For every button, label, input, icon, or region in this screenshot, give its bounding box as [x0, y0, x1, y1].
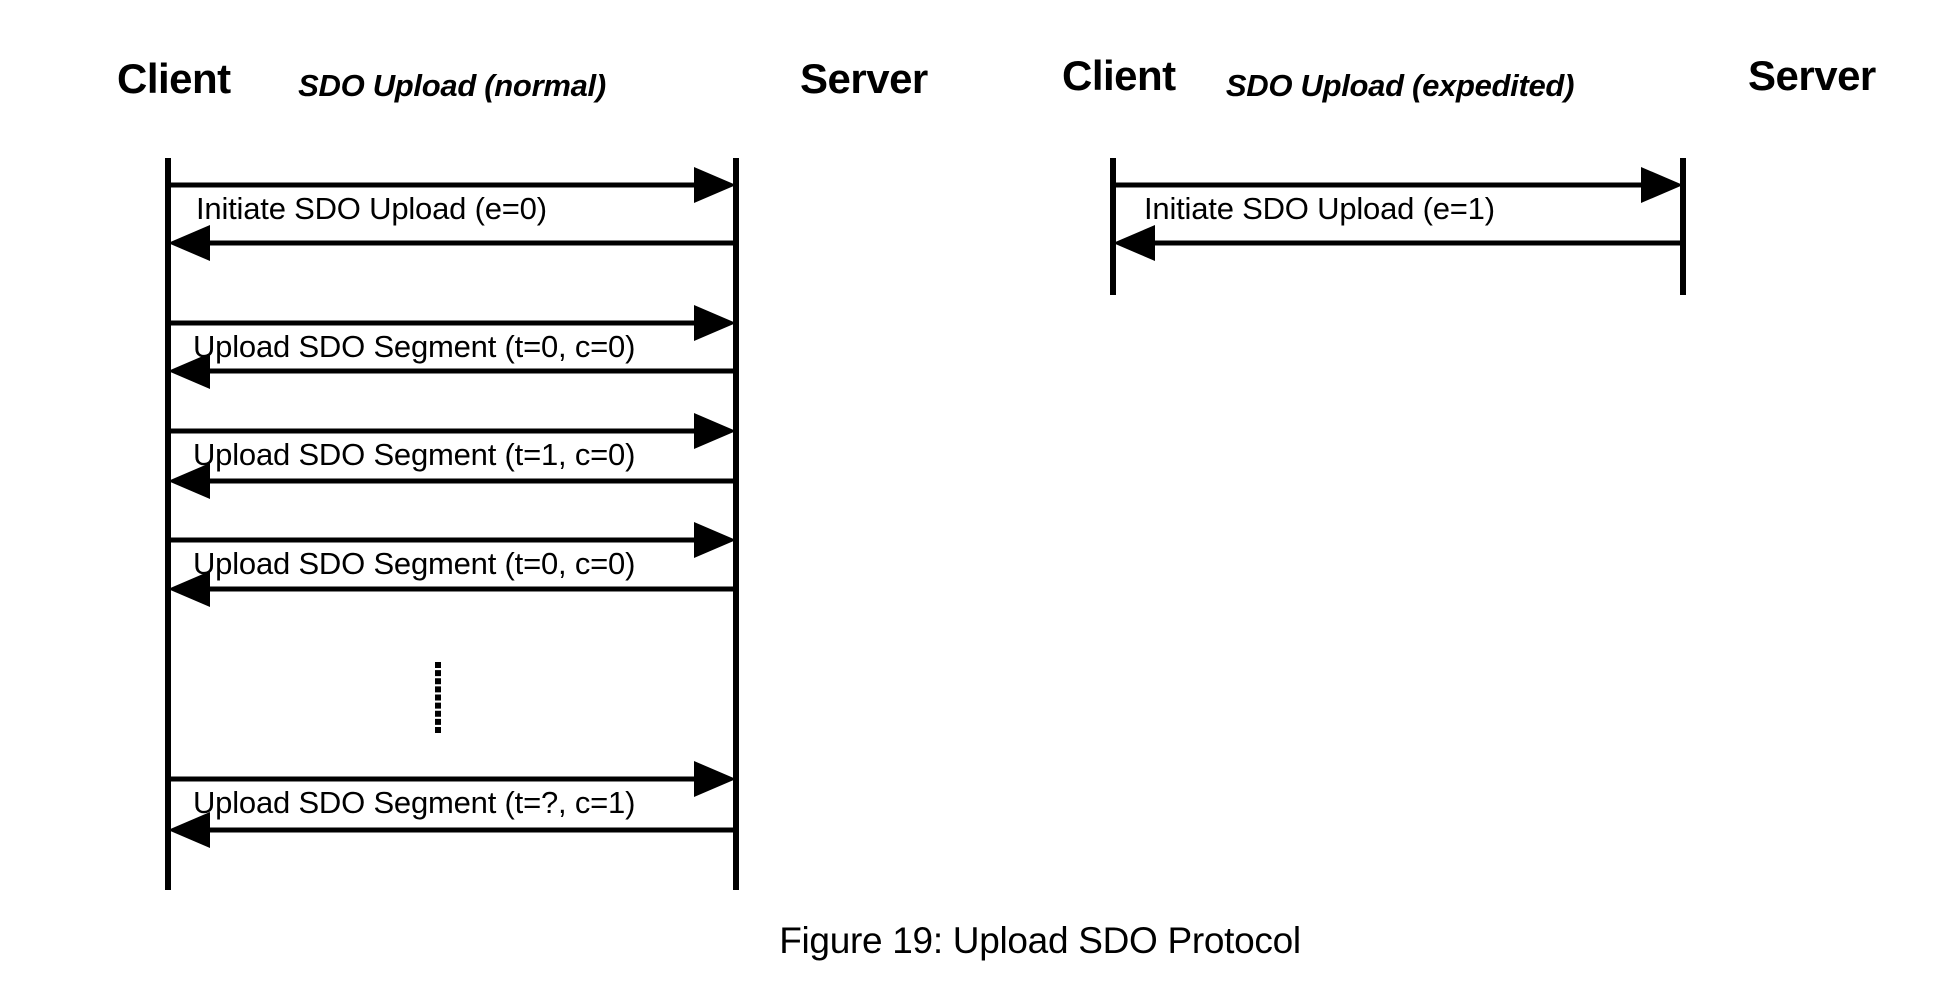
- diagram-normal-continuation-dot: [435, 718, 441, 725]
- diagram-normal-request-arrow-0-head: [694, 167, 736, 203]
- diagram-normal-continuation-dot: [435, 670, 441, 677]
- diagram-normal-response-arrow-2-head: [168, 463, 210, 499]
- diagram-normal-continuation-dot: [435, 678, 441, 685]
- diagram-normal-request-arrow-4-head: [694, 761, 736, 797]
- diagram-normal-message-label-2: Upload SDO Segment (t=1, c=0): [193, 437, 636, 472]
- diagram-normal-continuation-dot: [435, 686, 441, 693]
- diagram-normal-message-label-1: Upload SDO Segment (t=0, c=0): [193, 329, 636, 364]
- diagram-normal-response-arrow-0-head: [168, 225, 210, 261]
- diagram-normal-message-label-0: Initiate SDO Upload (e=0): [196, 191, 547, 226]
- figure-caption: Figure 19: Upload SDO Protocol: [779, 920, 1301, 961]
- diagram-normal-response-arrow-1-head: [168, 353, 210, 389]
- diagram-normal-continuation-dot: [435, 662, 441, 668]
- diagram-normal-continuation-dot: [435, 702, 441, 709]
- diagram-normal-message-label-3: Upload SDO Segment (t=0, c=0): [193, 546, 636, 581]
- diagram-normal-response-arrow-3-head: [168, 571, 210, 607]
- diagram-normal-client-actor-label: Client: [117, 55, 231, 102]
- diagram-expedited-response-arrow-0-head: [1113, 225, 1155, 261]
- diagram-expedited-client-actor-label: Client: [1062, 52, 1176, 99]
- diagram-normal-continuation-dot: [435, 710, 441, 717]
- diagram-normal-message-label-4: Upload SDO Segment (t=?, c=1): [193, 785, 636, 820]
- diagram-normal-request-arrow-1-head: [694, 305, 736, 341]
- diagram-expedited-server-actor-label: Server: [1748, 52, 1876, 99]
- diagram-normal-request-arrow-3-head: [694, 522, 736, 558]
- diagram-expedited-message-label-0: Initiate SDO Upload (e=1): [1144, 191, 1495, 226]
- diagram-expedited-title: SDO Upload (expedited): [1225, 68, 1575, 103]
- diagram-normal-response-arrow-4-head: [168, 812, 210, 848]
- diagram-normal-request-arrow-2-head: [694, 413, 736, 449]
- diagram-normal-server-actor-label: Server: [800, 55, 928, 102]
- diagram-normal-continuation-dot: [435, 694, 441, 701]
- diagram-normal-continuation-dot: [435, 727, 441, 733]
- diagram-expedited-request-arrow-0-head: [1641, 167, 1683, 203]
- diagram-normal-title: SDO Upload (normal): [298, 68, 606, 103]
